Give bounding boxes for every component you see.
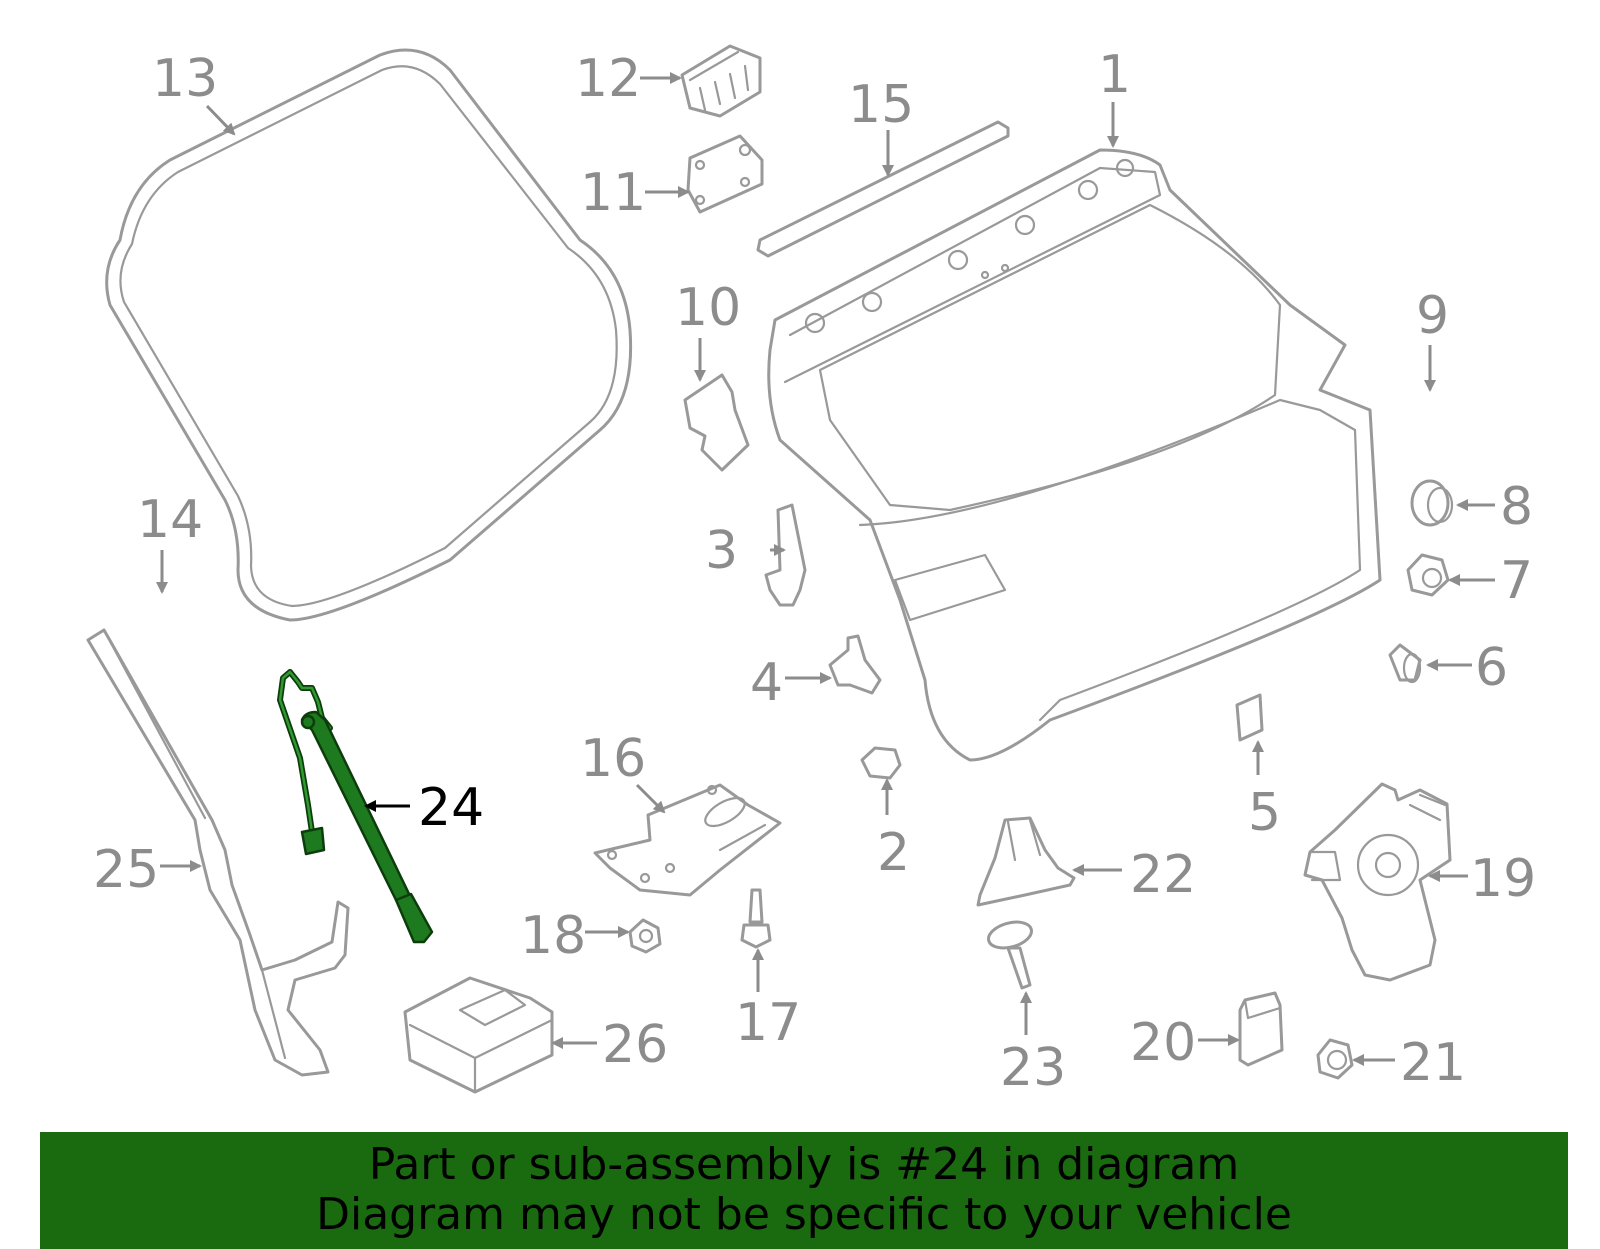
label-8: 8 [1500,477,1533,537]
label-13: 13 [152,49,218,109]
part-25-trim[interactable] [86,628,350,1077]
part-22-striker[interactable] [976,816,1076,907]
arrow-13 [205,104,236,136]
part-17-bolt[interactable] [740,888,772,949]
part-21-nut[interactable] [1316,1038,1354,1080]
part-2-stopper[interactable] [860,746,902,780]
part-12-hinge-cover[interactable] [680,44,762,118]
label-12: 12 [575,49,641,109]
label-6: 6 [1475,638,1508,698]
label-7: 7 [1500,551,1533,611]
part-19-latch[interactable] [1303,782,1452,982]
label-26: 26 [602,1015,668,1075]
label-21: 21 [1400,1033,1466,1093]
part-23-pin[interactable] [986,918,1035,990]
label-23: 23 [1000,1038,1066,1098]
label-17: 17 [735,993,801,1053]
part-20-switch[interactable] [1238,991,1284,1067]
label-15: 15 [848,75,914,135]
part-10-bracket[interactable] [683,373,750,472]
label-1: 1 [1098,45,1131,105]
part-6-clip[interactable] [1388,643,1422,684]
label-16: 16 [580,729,646,789]
label-19: 19 [1470,849,1536,909]
label-9: 9 [1416,286,1449,346]
banner-line-2: Diagram may not be specific to your vehi… [316,1189,1292,1240]
label-10: 10 [675,278,741,338]
label-18: 18 [520,906,586,966]
info-banner: Part or sub-assembly is #24 in diagram D… [40,1132,1568,1249]
label-25: 25 [93,840,159,900]
label-20: 20 [1130,1013,1196,1073]
part-3-bracket[interactable] [764,503,807,607]
part-13-weatherstrip[interactable] [105,48,633,622]
part-5-bumper[interactable] [1235,693,1264,742]
part-15-strip[interactable] [756,120,1010,258]
arrow-16 [635,783,666,814]
label-4: 4 [750,653,783,713]
part-7-nut[interactable] [1406,553,1450,597]
label-24: 24 [418,778,484,838]
part-11-hinge[interactable] [686,134,764,214]
label-22: 22 [1130,845,1196,905]
parts-diagram: 13 12 11 15 1 10 9 [86,44,1536,1098]
part-8-grommet[interactable] [1410,479,1454,527]
label-11: 11 [580,163,646,223]
label-2: 2 [877,823,910,883]
banner-line-1: Part or sub-assembly is #24 in diagram [368,1139,1240,1190]
label-3: 3 [705,521,738,581]
part-18-nut[interactable] [628,918,662,954]
part-24-lift-strut[interactable] [277,669,434,944]
label-14: 14 [137,490,203,550]
part-4-bracket[interactable] [828,634,882,695]
part-1-liftgate[interactable] [767,148,1382,762]
part-26-module[interactable] [403,976,554,1094]
part-16-plate[interactable] [593,783,782,897]
label-5: 5 [1248,783,1281,843]
